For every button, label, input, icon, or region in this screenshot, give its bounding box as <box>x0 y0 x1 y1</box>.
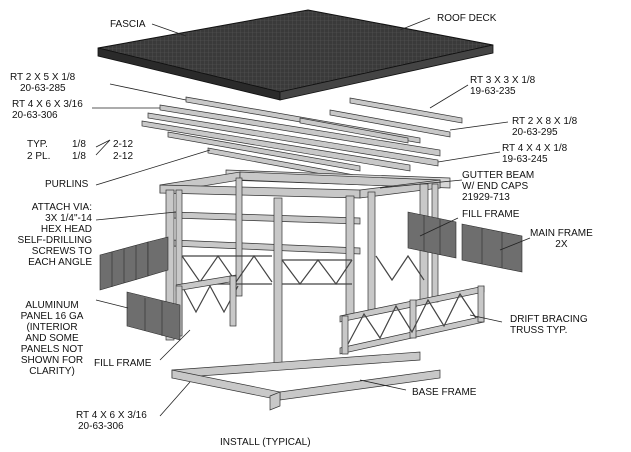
label-rt-4x6-top: RT 4 X 6 X 3/16 20-63-306 <box>12 99 83 121</box>
roof-deck <box>97 9 494 101</box>
label-weld-c: 2-12 <box>113 139 134 150</box>
aluminum-panel-line-4: AND SOME <box>25 333 79 344</box>
label-drift-line1: DRIFT BRACING <box>510 314 588 325</box>
label-rt-4x4-line2: 19-63-245 <box>502 154 548 165</box>
leader-lines <box>92 17 531 417</box>
label-gutter-line2: W/ END CAPS <box>462 181 529 192</box>
label-weld-a: 1/8 <box>72 139 86 150</box>
attach-via-line-1: ATTACH VIA: <box>31 202 92 213</box>
label-fill-frame-left: FILL FRAME <box>94 358 152 369</box>
label-two-pl: 2 PL. <box>27 151 51 162</box>
label-base-frame: BASE FRAME <box>412 387 477 398</box>
label-purlins: PURLINS <box>45 179 89 190</box>
main-frame <box>159 171 441 369</box>
label-drift-line2: TRUSS TYP. <box>510 325 568 336</box>
attach-via-line-5: SCREWS TO <box>31 246 92 257</box>
drift-bracing-truss <box>181 254 425 314</box>
label-rt-4x6-bottom-line1: RT 4 X 6 X 3/16 <box>76 410 147 421</box>
figure-caption: INSTALL (TYPICAL) <box>220 437 311 448</box>
aluminum-panel-line-1: ALUMINUM <box>25 300 79 311</box>
aluminum-panels-left <box>99 236 181 341</box>
aluminum-panel-line-5: PANELS NOT <box>20 344 84 355</box>
aluminum-panel-line-2: PANEL 16 GA <box>20 311 84 322</box>
label-rt-2x8-line1: RT 2 X 8 X 1/8 <box>512 116 578 127</box>
attach-via-line-6: EACH ANGLE <box>28 257 92 268</box>
label-typ: TYP. <box>27 139 48 150</box>
base-frame <box>171 351 441 411</box>
label-weld-b: 1/8 <box>72 151 86 162</box>
label-rt-4x6-top-line1: RT 4 X 6 X 3/16 <box>12 99 83 110</box>
aluminum-panel-line-7: CLARITY) <box>29 366 75 377</box>
roof-purlins <box>141 96 463 188</box>
label-rt-3x3: RT 3 X 3 X 1/8 19-63-235 <box>470 75 535 97</box>
label-main-frame-line1: MAIN FRAME <box>530 228 593 239</box>
label-drift-bracing: DRIFT BRACING TRUSS TYP. <box>510 314 588 336</box>
aluminum-panel-line-6: SHOWN FOR <box>20 355 84 366</box>
label-roof-deck: ROOF DECK <box>437 13 497 24</box>
label-weld-d: 2-12 <box>113 151 134 162</box>
attach-via-line-4: SELF-DRILLING <box>17 235 92 246</box>
label-rt-4x6-bottom: RT 4 X 6 X 3/16 20-63-306 <box>76 410 147 432</box>
label-rt-2x5-line1: RT 2 X 5 X 1/8 <box>10 72 76 83</box>
label-rt-4x6-bottom-line2: 20-63-306 <box>78 421 124 432</box>
label-rt-4x4: RT 4 X 4 X 1/8 19-63-245 <box>502 143 567 165</box>
label-main-frame-line2: 2X <box>555 239 568 250</box>
label-gutter-line3: 21929-713 <box>462 192 510 203</box>
attach-via-line-3: HEX HEAD <box>40 224 92 235</box>
label-rt-4x4-line1: RT 4 X 4 X 1/8 <box>502 143 568 154</box>
label-rt-2x8-line2: 20-63-295 <box>512 127 558 138</box>
label-gutter-line1: GUTTER BEAM <box>462 170 535 181</box>
aluminum-panel-line-3: (INTERIOR <box>26 322 78 333</box>
attach-via-line-2: 3X 1/4"-14 <box>45 213 92 224</box>
aluminum-panels-right <box>407 211 523 273</box>
label-rt-2x5-line2: 20-63-285 <box>20 83 66 94</box>
label-rt-2x8: RT 2 X 8 X 1/8 20-63-295 <box>512 116 577 138</box>
label-rt-3x3-line1: RT 3 X 3 X 1/8 <box>470 75 536 86</box>
label-rt-2x5: RT 2 X 5 X 1/8 20-63-285 <box>10 72 75 94</box>
drift-bracing-front <box>339 285 485 355</box>
label-fascia: FASCIA <box>110 19 146 30</box>
label-main-frame: MAIN FRAME 2X <box>530 228 593 250</box>
label-rt-3x3-line2: 19-63-235 <box>470 86 516 97</box>
label-gutter-beam: GUTTER BEAM W/ END CAPS 21929-713 <box>462 170 534 203</box>
label-fill-frame-right: FILL FRAME <box>462 209 520 220</box>
label-rt-4x6-top-line2: 20-63-306 <box>12 110 58 121</box>
